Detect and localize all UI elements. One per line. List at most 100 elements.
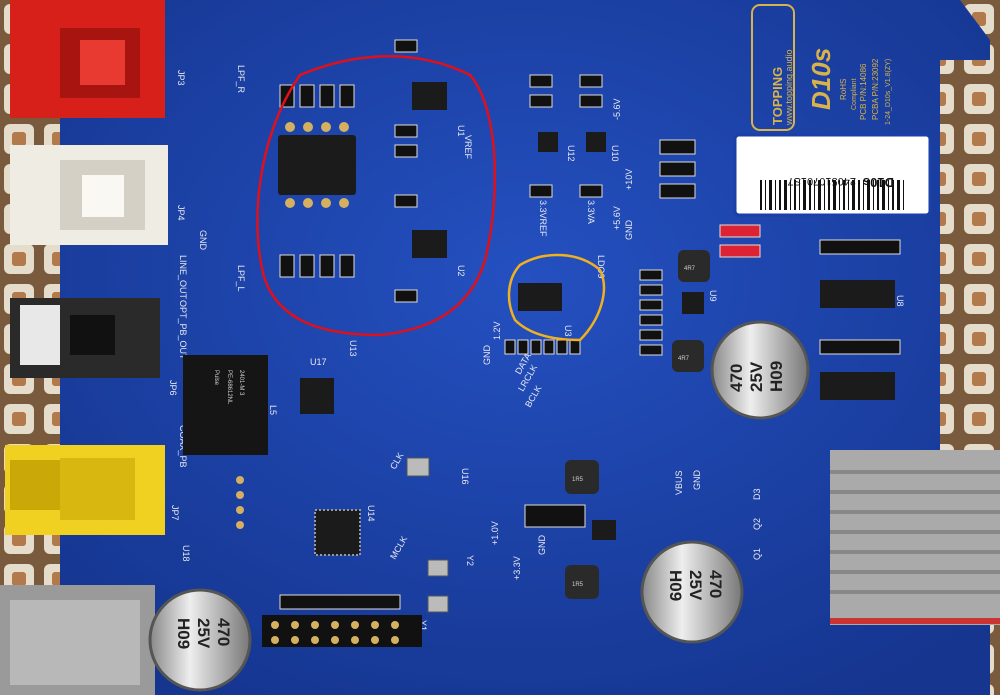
optical-jack: [10, 298, 160, 378]
svg-text:1-24_D10s_V1.8(ZY): 1-24_D10s_V1.8(ZY): [885, 59, 892, 125]
svg-text:2401-M 3: 2401-M 3: [238, 370, 244, 396]
ic-u9: [682, 292, 704, 314]
ic-u1: [412, 82, 447, 110]
serial-number: 240510701S7: [787, 175, 856, 187]
label-u12: U12: [566, 145, 576, 162]
usb-b-connector: [0, 585, 155, 695]
label-u2: U2: [456, 265, 466, 277]
label-opt-out: OPT_PB_OUT: [178, 300, 188, 360]
label-1v2: 1.2V: [492, 321, 502, 340]
label-vref: VREF: [463, 135, 473, 160]
label-gnd4: GND: [692, 470, 702, 491]
label-y2: Y2: [465, 555, 475, 566]
rca-jack-yellow: [5, 445, 165, 535]
svg-text:PCBA P/N:23092: PCBA P/N:23092: [871, 58, 880, 120]
inductor-4r7-b: 4R7: [672, 340, 704, 372]
svg-text:25V: 25V: [747, 361, 766, 392]
label-10v: +10V: [624, 169, 634, 190]
ic-u17: [300, 378, 334, 414]
label-l5: L5: [268, 405, 278, 415]
inductor-1r5-a: 1R5: [565, 460, 599, 494]
ribbon-cable: [830, 450, 1000, 625]
svg-text:470: 470: [727, 364, 746, 392]
ic-u12: [538, 132, 558, 152]
ic-u8b: [820, 372, 895, 400]
svg-text:4R7: 4R7: [678, 356, 690, 362]
label-jp7: JP7: [170, 505, 180, 521]
rca-jack-white: [10, 145, 168, 245]
barcode: [760, 180, 904, 210]
label-y1: Y1: [418, 620, 428, 631]
label-gnd: GND: [198, 230, 208, 251]
label-q1: Q1: [752, 548, 762, 560]
label-ldo: LDO9: [596, 255, 606, 279]
label-line-out: LINE_OUT: [178, 255, 188, 300]
label-lpf-r: LPF_R: [236, 65, 246, 94]
label-jp3: JP3: [176, 70, 186, 86]
ic-u2: [412, 230, 447, 258]
label-u10: U10: [610, 145, 620, 162]
svg-text:H09: H09: [767, 361, 786, 392]
label-u8: U8: [895, 295, 905, 307]
pin-header: [236, 476, 422, 647]
label-u3: U3: [563, 325, 573, 337]
label-d3: D3: [752, 488, 762, 500]
label-u1: U1: [456, 125, 466, 137]
label-1v0: +1.0V: [490, 521, 500, 545]
red-highlight-circle: [256, 55, 497, 337]
label-vbus: VBUS: [674, 470, 684, 495]
ics-soic: [300, 82, 895, 540]
label-gnd5: GND: [537, 535, 547, 556]
svg-text:www.topping.audio: www.topping.audio: [784, 49, 794, 126]
svg-text:H09: H09: [666, 570, 685, 601]
svg-text:H09: H09: [174, 618, 193, 649]
svg-text:1R5: 1R5: [572, 477, 584, 483]
label-u14: U14: [366, 505, 376, 522]
label-u9: U9: [708, 290, 718, 302]
usb-controller-u14: [314, 509, 361, 556]
label-5v6: +5.6V: [612, 206, 622, 230]
inductor-4r7-a: 4R7: [678, 250, 710, 282]
svg-text:1R5: 1R5: [572, 582, 584, 588]
svg-text:D10s: D10s: [806, 48, 836, 110]
serial-label: D10s 240510701S7: [733, 133, 932, 217]
svg-text:Pulse: Pulse: [213, 370, 219, 386]
label-u13: U13: [348, 340, 358, 357]
label-u16: U16: [460, 468, 470, 485]
ic-u8: [820, 280, 895, 308]
label-3v3: +3.3V: [512, 556, 522, 580]
pulse-transformer: Pulse PE-68612NL 2401-M 3: [183, 355, 268, 455]
yellow-highlight-circle: [507, 253, 606, 342]
label-lpf-l: LPF_L: [236, 265, 246, 292]
label-neg5v6: -5.6V: [612, 98, 622, 120]
ic-u10: [586, 132, 606, 152]
opamp-dip8: [278, 122, 356, 208]
svg-text:PCB P/N:14086: PCB P/N:14086: [859, 63, 868, 120]
inductor-1r5-b: 1R5: [565, 565, 599, 599]
label-jp6: JP6: [168, 380, 178, 396]
svg-text:25V: 25V: [686, 570, 705, 601]
label-3v3ref: 3.3VREF: [538, 200, 548, 237]
svg-text:25V: 25V: [194, 618, 213, 649]
dac-chip-u3: [518, 283, 562, 311]
label-u17: U17: [310, 357, 327, 367]
svg-text:Compliant: Compliant: [851, 78, 858, 110]
topping-logo: TOPPING www.topping.audio D10s RoHS Comp…: [751, 4, 892, 131]
label-gnd3: GND: [482, 345, 492, 366]
svg-text:470: 470: [706, 570, 725, 598]
svg-text:PE-68612NL: PE-68612NL: [226, 370, 232, 405]
ic-small: [592, 520, 616, 540]
crystals: [406, 457, 449, 613]
label-u18: U18: [181, 545, 191, 562]
svg-text:RoHS: RoHS: [839, 79, 848, 100]
rca-jack-red: [10, 0, 165, 118]
label-jp4: JP4: [176, 205, 186, 221]
svg-text:TOPPING: TOPPING: [770, 67, 785, 125]
label-gnd2: GND: [624, 220, 634, 241]
svg-text:4R7: 4R7: [684, 266, 696, 272]
